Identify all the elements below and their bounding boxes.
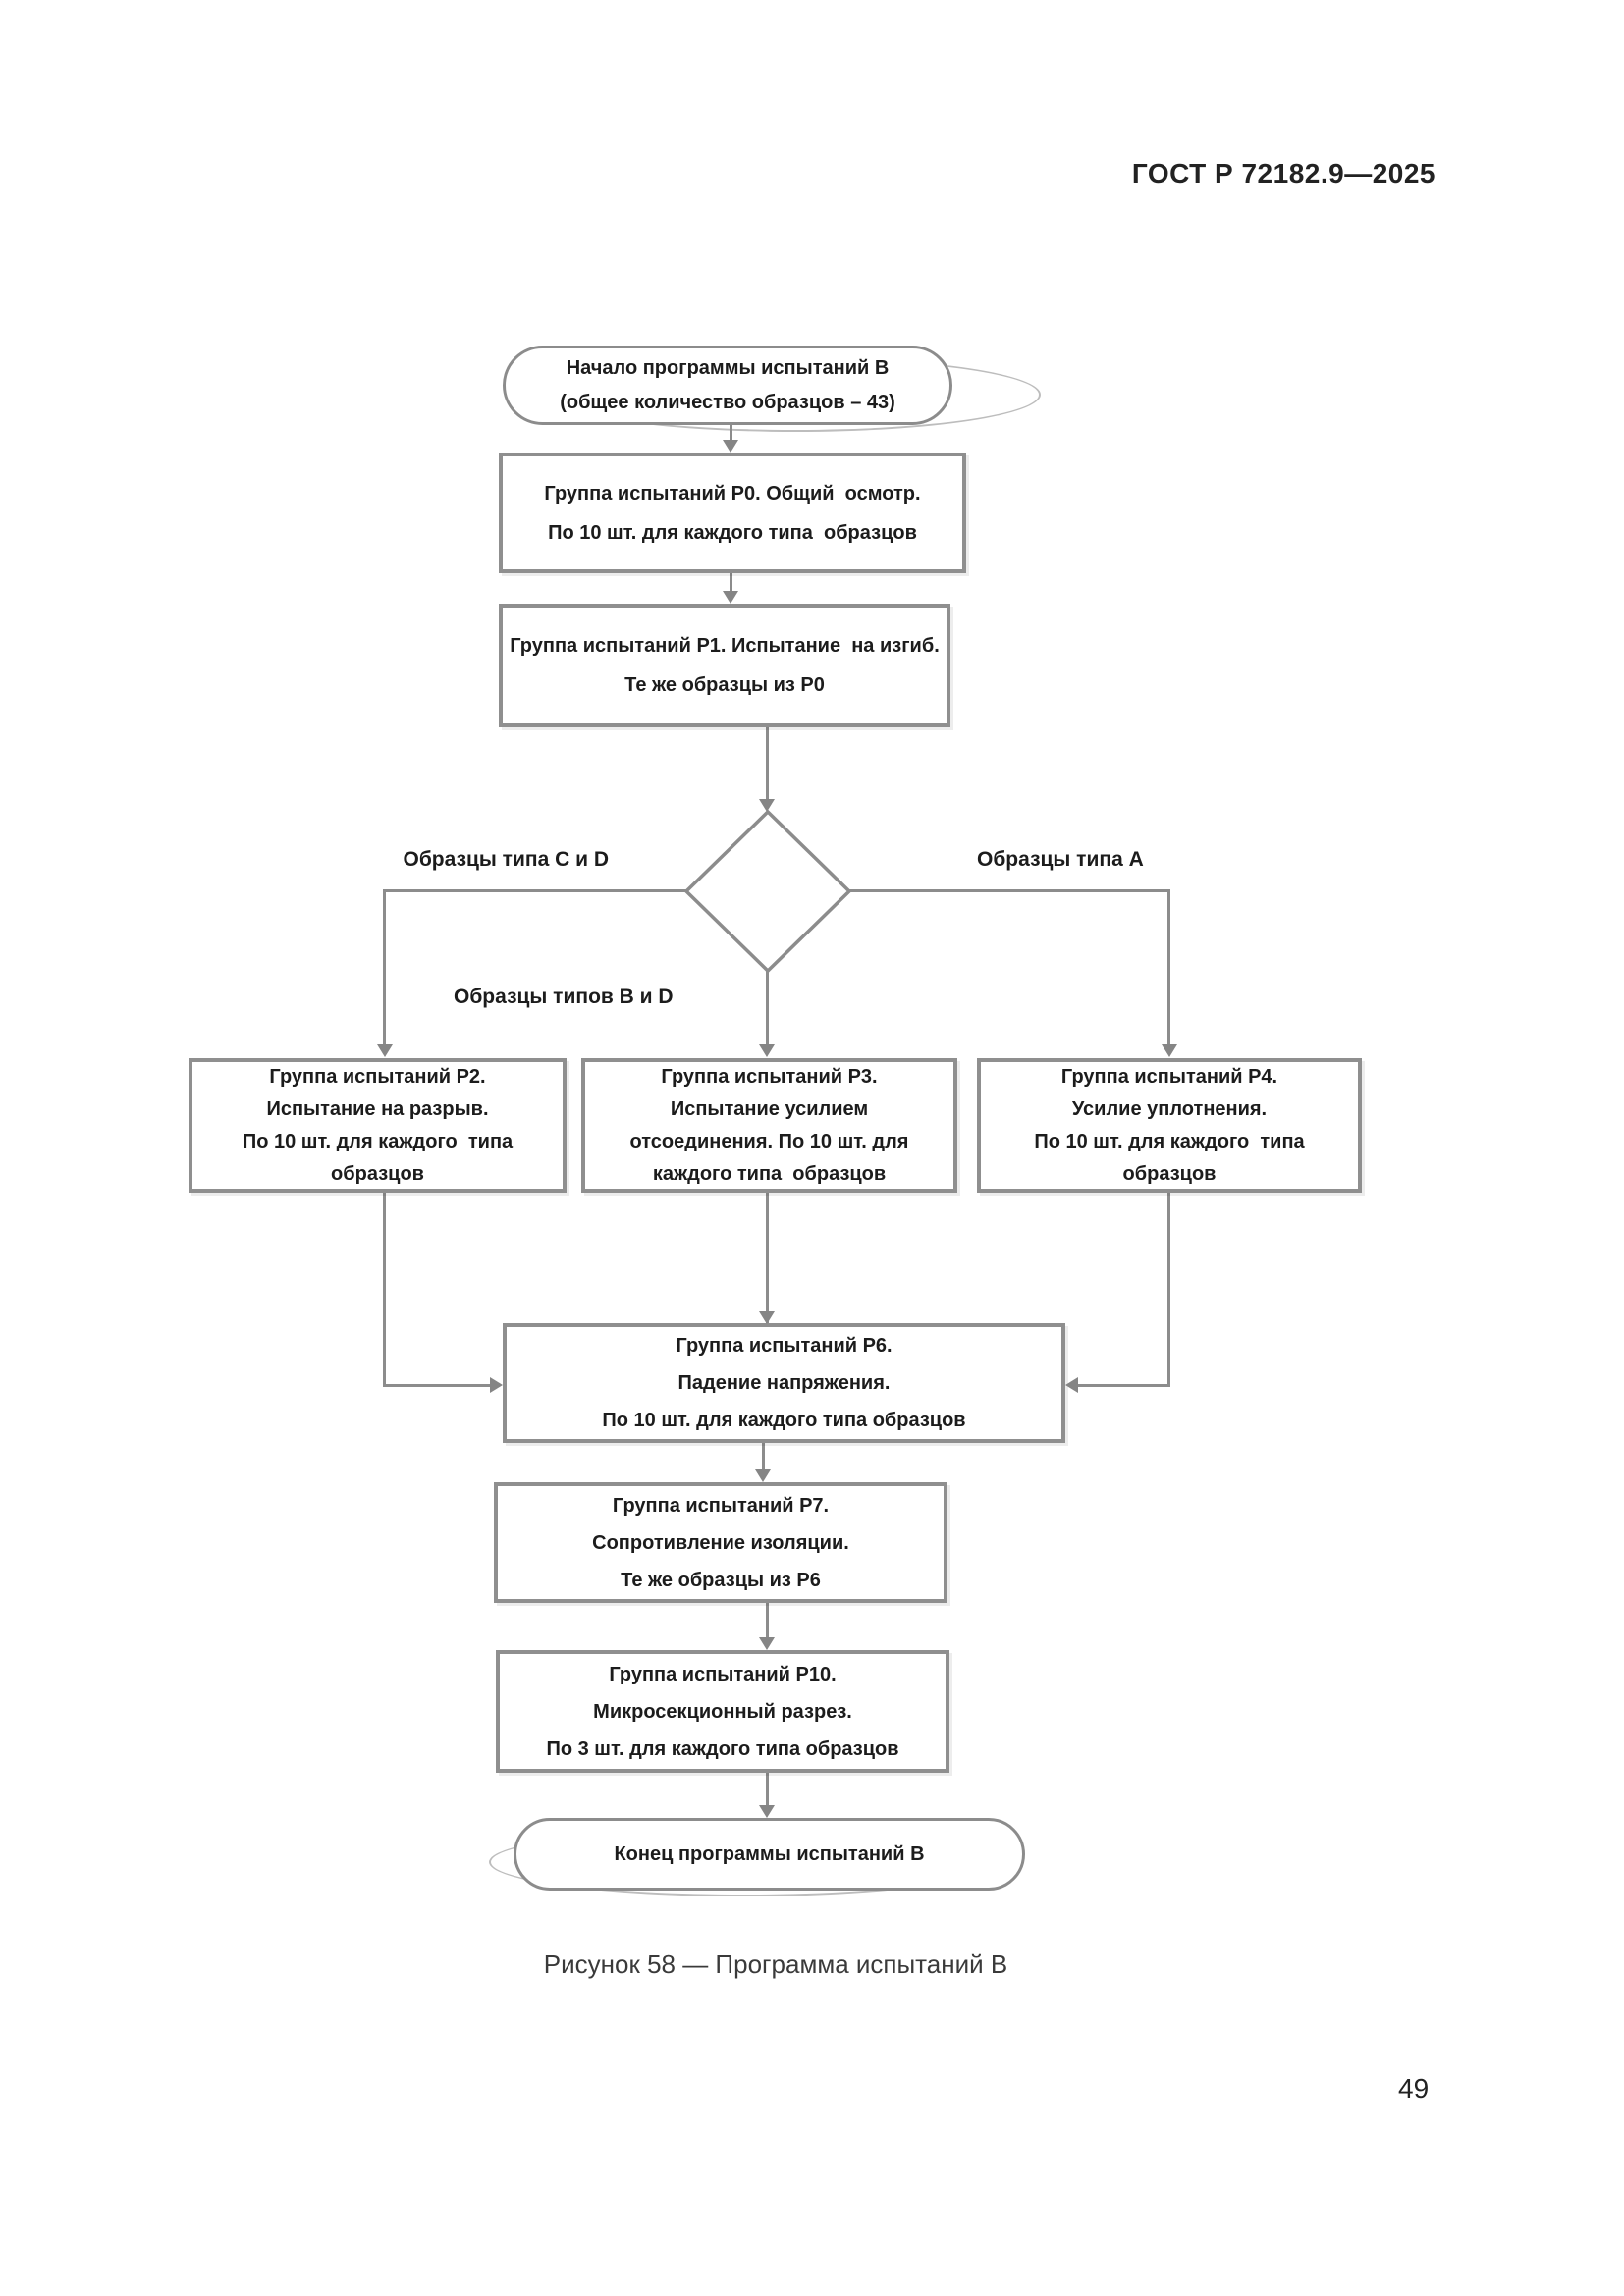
document-header: ГОСТ Р 72182.9—2025 xyxy=(1131,158,1435,188)
branch-label-center: Образцы типов В и D xyxy=(454,986,674,1008)
arrowhead-p6-p7 xyxy=(755,1469,771,1482)
connector-decision-p4-v xyxy=(1167,889,1170,1046)
node-p6-line3: По 10 шт. для каждого типа образцов xyxy=(602,1410,966,1431)
decision-diamond xyxy=(683,809,852,974)
arrowhead-p4 xyxy=(1162,1044,1177,1057)
node-p6-line2: Падение напряжения. xyxy=(677,1372,891,1394)
branch-label-left: Образцы типа C и D xyxy=(403,848,610,871)
arrowhead-p3 xyxy=(759,1044,775,1057)
connector-p4-p6-v xyxy=(1167,1193,1170,1387)
connector-p10-end xyxy=(766,1773,769,1806)
figure-caption: Рисунок 58 — Программа испытаний В xyxy=(543,1949,1008,1979)
node-p7-line3: Те же образцы из Р6 xyxy=(621,1569,821,1591)
connector-p7-p10 xyxy=(766,1603,769,1638)
arrowhead-p10-end xyxy=(759,1805,775,1818)
arrowhead-p4-p6 xyxy=(1065,1377,1078,1393)
node-p4: Группа испытаний Р4. Усилие уплотнения. … xyxy=(977,1058,1362,1193)
node-p1-line1: Группа испытаний Р1. Испытание на изгиб. xyxy=(510,635,940,657)
arrowhead-p0-p1 xyxy=(723,591,738,604)
arrowhead-start-p0 xyxy=(723,440,738,453)
node-p0-line1: Группа испытаний Р0. Общий осмотр. xyxy=(544,482,921,505)
connector-p6-p7 xyxy=(762,1443,765,1470)
arrowhead-p7-p10 xyxy=(759,1637,775,1650)
connector-p1-decision xyxy=(766,727,769,801)
node-p2: Группа испытаний Р2. Испытание на разрыв… xyxy=(189,1058,567,1193)
node-p10: Группа испытаний Р10. Микросекционный ра… xyxy=(496,1650,949,1773)
start-terminator: Начало программы испытаний В (общее коли… xyxy=(503,346,952,425)
node-p4-line4: образцов xyxy=(1122,1162,1217,1185)
node-p2-line2: Испытание на разрыв. xyxy=(266,1097,489,1120)
node-p6: Группа испытаний Р6. Падение напряжения.… xyxy=(503,1323,1065,1443)
node-p4-line1: Группа испытаний Р4. xyxy=(1060,1065,1278,1088)
node-p1-line2: Те же образцы из Р0 xyxy=(624,674,825,696)
node-p4-line3: По 10 шт. для каждого типа xyxy=(1034,1130,1305,1152)
node-p2-line1: Группа испытаний Р2. xyxy=(269,1065,486,1088)
connector-decision-p2-v xyxy=(383,889,386,1046)
arrowhead-p1-decision xyxy=(759,799,775,812)
arrowhead-p2 xyxy=(377,1044,393,1057)
end-terminator: Конец программы испытаний В xyxy=(514,1818,1025,1891)
node-p3-line2: Испытание усилием xyxy=(670,1097,869,1120)
page-number: 49 xyxy=(1398,2073,1430,2104)
start-line2: (общее количество образцов – 43) xyxy=(560,391,895,413)
node-p7-line1: Группа испытаний Р7. xyxy=(612,1494,830,1517)
node-p7: Группа испытаний Р7. Сопротивление изоля… xyxy=(494,1482,947,1603)
node-p3-line4: каждого типа образцов xyxy=(652,1162,887,1185)
connector-p2-p6-h xyxy=(383,1384,491,1387)
node-p10-line3: По 3 шт. для каждого типа образцов xyxy=(546,1737,899,1760)
node-p1: Группа испытаний Р1. Испытание на изгиб.… xyxy=(499,604,950,727)
node-p3-line1: Группа испытаний Р3. xyxy=(661,1065,878,1088)
connector-p4-p6-h xyxy=(1078,1384,1170,1387)
connector-p3-p6 xyxy=(766,1193,769,1323)
node-p4-line2: Усилие уплотнения. xyxy=(1071,1097,1268,1120)
node-p2-line4: образцов xyxy=(331,1162,424,1185)
connector-decision-left-h xyxy=(383,889,687,892)
connector-decision-right-h xyxy=(848,889,1170,892)
node-p0: Группа испытаний Р0. Общий осмотр. По 10… xyxy=(499,453,966,573)
connector-p0-p1 xyxy=(730,573,732,593)
connector-decision-p3 xyxy=(766,969,769,1047)
arrowhead-p2-p6 xyxy=(490,1377,503,1393)
branch-label-right: Образцы типа А xyxy=(977,848,1144,871)
node-p2-line3: По 10 шт. для каждого типа xyxy=(242,1130,514,1152)
node-p6-line1: Группа испытаний Р6. xyxy=(676,1335,893,1357)
node-p7-line2: Сопротивление изоляции. xyxy=(592,1531,849,1554)
node-p3-line3: отсоединения. По 10 шт. для xyxy=(629,1130,909,1152)
node-p10-line2: Микросекционный разрез. xyxy=(593,1700,852,1723)
end-line1: Конец программы испытаний В xyxy=(614,1842,925,1865)
connector-start-p0 xyxy=(730,425,732,442)
connector-p2-p6-v xyxy=(383,1193,386,1387)
node-p0-line2: По 10 шт. для каждого типа образцов xyxy=(548,521,917,544)
arrowhead-p3-p6 xyxy=(759,1311,775,1324)
start-line1: Начало программы испытаний В xyxy=(566,356,890,379)
node-p3: Группа испытаний Р3. Испытание усилием о… xyxy=(581,1058,957,1193)
node-p10-line1: Группа испытаний Р10. xyxy=(609,1663,837,1685)
